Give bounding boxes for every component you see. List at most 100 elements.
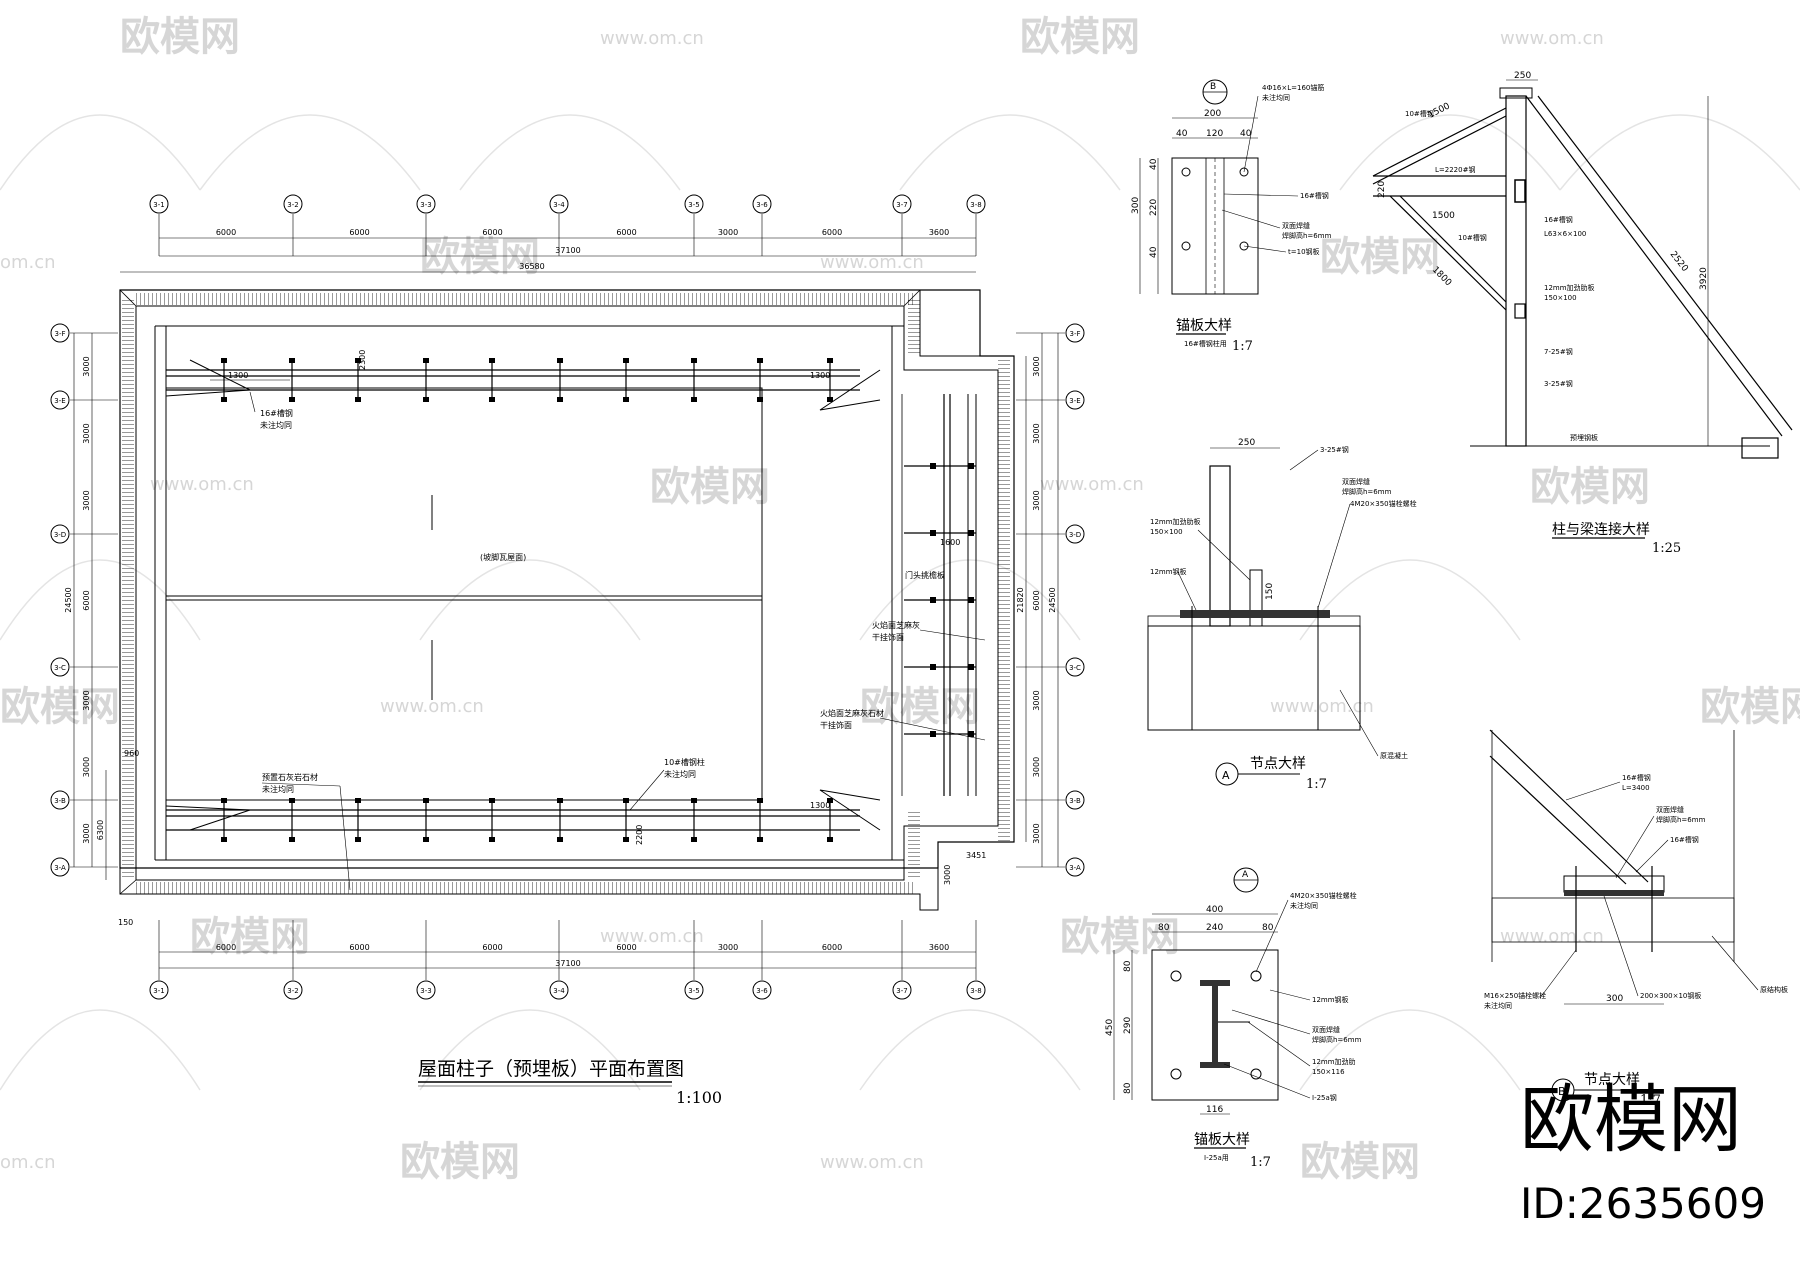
parapet-right-lower-hatch	[908, 810, 920, 880]
bolt-hole	[1170, 970, 1182, 982]
total-top: 37100	[555, 246, 580, 255]
bolt-hole	[1170, 1068, 1182, 1080]
diagonal-strut	[1537, 95, 1793, 431]
post-plate	[691, 397, 697, 402]
watermark-brand: 欧模网	[1300, 1139, 1420, 1185]
dim-seg: 80	[1262, 923, 1274, 933]
span-left: 3000	[82, 823, 91, 843]
dim-seg: 240	[1206, 923, 1223, 933]
post-plate	[757, 397, 763, 402]
note: I-25a钢	[1312, 1093, 1337, 1102]
grid-top-label: 3-4	[553, 201, 565, 209]
note: 7-25#钢	[1544, 347, 1573, 356]
detail-title: 锚板大样	[1194, 1132, 1250, 1148]
note: 未注均同	[1262, 93, 1290, 102]
note: 3-25#钢	[1544, 379, 1573, 388]
dim-seg: 40	[1240, 129, 1252, 139]
right-21820: 21820	[1016, 587, 1025, 612]
watermark-brand: 欧模网	[1530, 464, 1650, 510]
note: 4M20×350锚栓螺栓	[1290, 891, 1357, 900]
span-left: 3000	[82, 757, 91, 777]
anchor-plate	[1151, 949, 1279, 1101]
watermark-url: www.om.cn	[380, 696, 484, 717]
post-plate	[423, 397, 429, 402]
dim-label: 1600	[940, 538, 960, 547]
parapet-right-upper-hatch	[908, 300, 920, 356]
i-beam-web	[1212, 986, 1218, 1062]
watermark-url: www.om.cn	[600, 926, 704, 947]
parapet-left-hatch	[122, 300, 134, 880]
parapet-line-outer	[119, 289, 1015, 911]
post-plate	[757, 358, 763, 363]
detail-node-b: 300 16#槽钢 L=3400 双面焊缝 焊脚高h=6mm 16#槽钢 M16…	[1484, 729, 1788, 1108]
plan-note: 16#槽钢	[260, 408, 293, 418]
post-plate	[827, 397, 833, 402]
note: 16#槽钢	[1622, 773, 1651, 782]
dim-seg: 40	[1149, 158, 1159, 170]
leader	[1255, 899, 1289, 973]
post-plate	[968, 597, 974, 603]
inner-top: 36580	[519, 262, 544, 271]
grid-bottom-label: 3-8	[970, 987, 981, 995]
post-plate	[827, 798, 833, 803]
watermark-url: www.om.cn	[150, 474, 254, 495]
leader	[1603, 895, 1639, 997]
post-plate	[289, 358, 295, 363]
note: 10#槽钢	[1458, 233, 1487, 242]
detail-title: 节点大样	[1584, 1072, 1640, 1088]
bolt-hole	[1250, 970, 1262, 982]
dim-label: 3451	[966, 851, 986, 860]
watermark-brand: 欧模网	[1320, 234, 1440, 280]
span-left: 3000	[82, 490, 91, 510]
span-left: 3000	[82, 690, 91, 710]
post-plate	[557, 397, 563, 402]
grid-top-label: 3-6	[756, 201, 768, 209]
grid-right-bubble	[1065, 657, 1085, 677]
diagonal-member	[1489, 729, 1649, 883]
grid-right-bubble	[1065, 857, 1085, 877]
plan-note: 火焰面芝麻灰石材	[820, 708, 884, 718]
note: 10#槽钢	[1405, 109, 1434, 118]
leader	[1289, 449, 1319, 471]
steel-posts	[221, 358, 976, 842]
bracket	[1514, 303, 1526, 319]
detail-anchor-plate-1: B 200 40 120 40 300 40 220 40 4Ф16×L=160…	[1131, 79, 1332, 354]
span-top: 6000	[482, 228, 502, 237]
leader	[261, 782, 341, 787]
post-plate	[355, 837, 361, 842]
bolt-hole	[1181, 167, 1191, 177]
plan-note: 预置石灰岩石材	[262, 772, 318, 782]
leader	[1539, 949, 1577, 999]
watermark-brand: 欧模网	[650, 464, 770, 510]
note: 焊脚高h=6mm	[1282, 231, 1332, 240]
brace-top-right	[819, 369, 881, 411]
leader	[1223, 193, 1299, 197]
grid-left-label: 3-B	[54, 797, 66, 805]
post-plate	[557, 798, 563, 803]
post-plate	[968, 664, 974, 670]
dim: 3920	[1699, 267, 1709, 290]
leader	[1221, 209, 1281, 229]
watermark-brand: 欧模网	[0, 684, 120, 730]
watermark-url: om.cn	[0, 1152, 56, 1173]
post-plate	[623, 397, 629, 402]
dim: 250	[1514, 71, 1531, 81]
lower-brace	[1389, 195, 1507, 311]
leader	[629, 769, 665, 811]
note: L63×6×100	[1544, 230, 1586, 238]
watermark-brand: 欧模网	[860, 684, 980, 730]
dim-label: 1300	[810, 371, 830, 380]
post-plate	[930, 530, 936, 536]
post-plate	[968, 463, 974, 469]
span-right: 6000	[1032, 590, 1041, 610]
span-right: 3000	[1032, 356, 1041, 376]
span-right: 3000	[1032, 423, 1041, 443]
post-plate	[423, 837, 429, 842]
upper-brace	[1372, 115, 1507, 185]
detail-title: 锚板大样	[1176, 318, 1232, 334]
post-plate	[827, 837, 833, 842]
watermark-brand: 欧模网	[1020, 14, 1140, 60]
i-beam-column	[1209, 465, 1231, 627]
dim-seg: 80	[1123, 960, 1133, 972]
span-top: 3600	[929, 228, 949, 237]
